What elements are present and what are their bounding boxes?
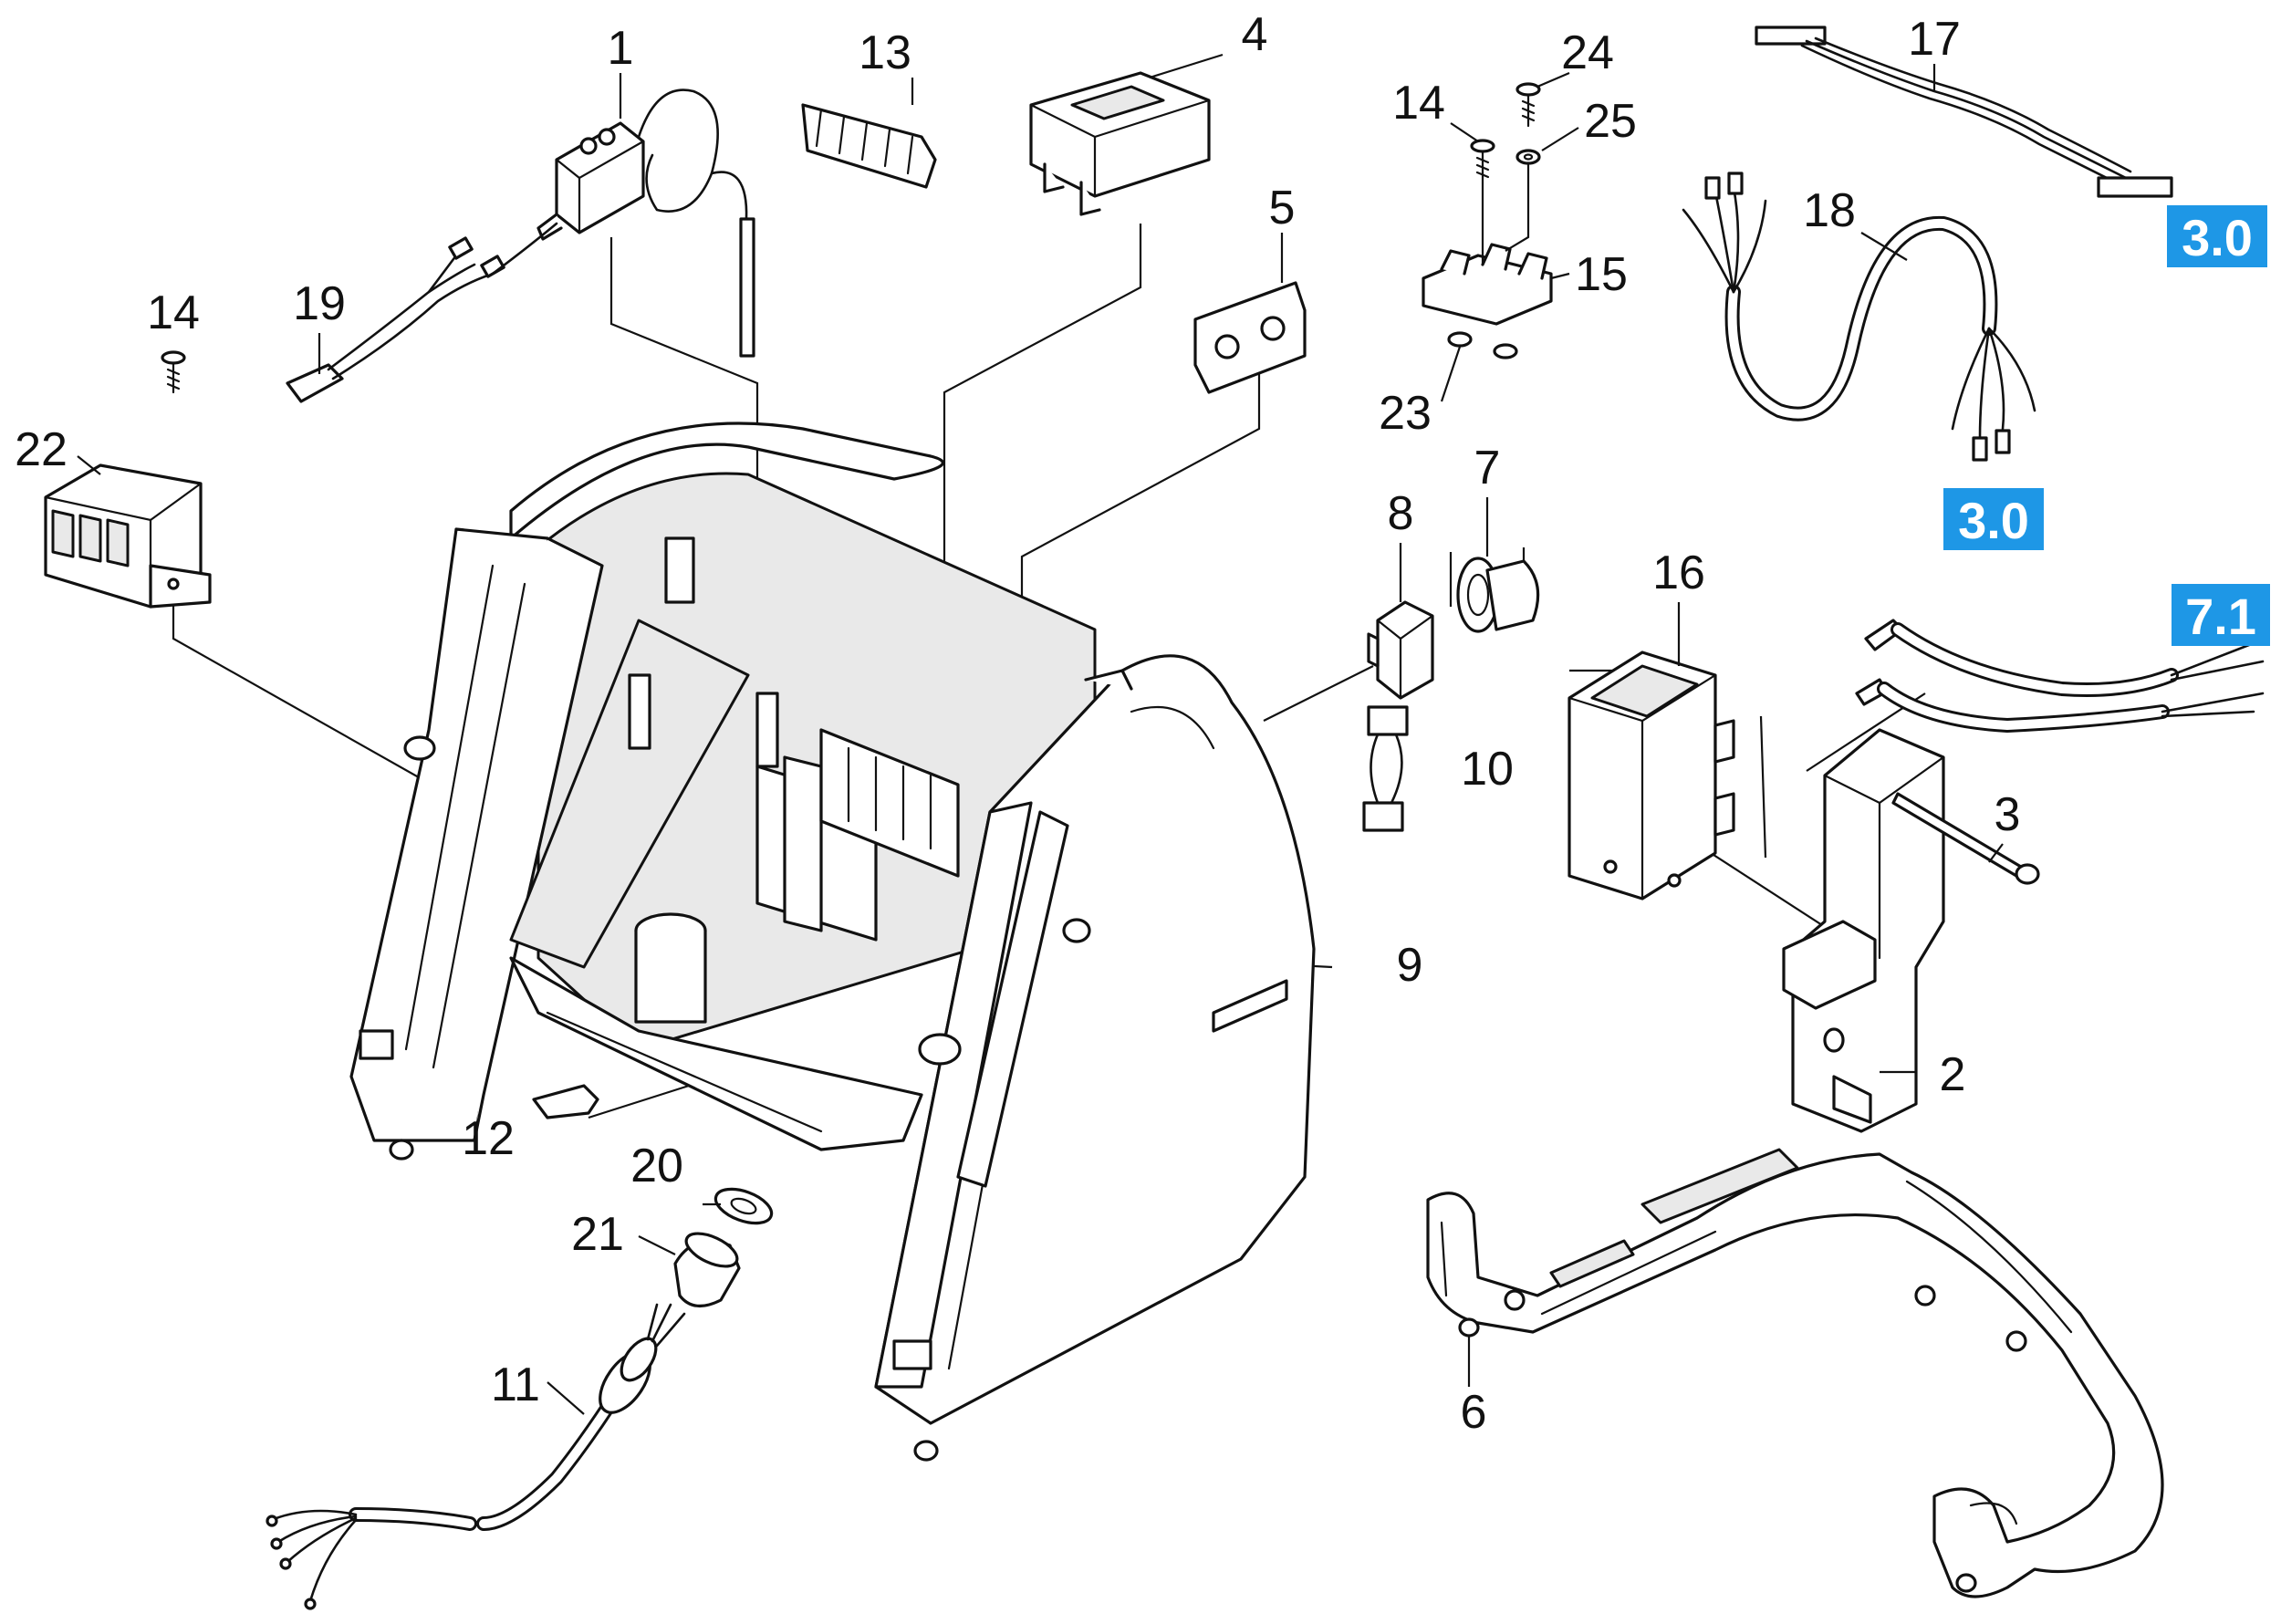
callout-14-left: 14 [147,286,200,339]
callout-22: 22 [15,423,68,476]
callout-23: 23 [1379,387,1432,440]
reference-label: 3.0 [1958,492,2029,549]
callout-labels: 1 2 3 4 5 6 7 8 9 10 11 12 13 14 14 15 1… [15,8,2020,1439]
long-screw-part-3 [1891,792,2040,885]
callout-6: 6 [1461,1386,1487,1439]
washer-part-23 [1447,331,1518,359]
callout-11: 11 [491,1359,540,1411]
callout-2: 2 [1940,1048,1966,1101]
callout-4: 4 [1242,8,1268,61]
screw-part-14-left [161,350,186,394]
callout-7: 7 [1474,442,1501,494]
reference-badge-cables-16[interactable]: 7.1 [2172,584,2270,646]
control-box-part-16 [1568,651,1735,900]
callout-16: 16 [1652,547,1705,599]
washer-part-25 [1515,149,1541,165]
terminal-strip-part-13 [801,103,937,189]
ignition-cables [1855,619,2265,734]
cable-part-19 [286,222,558,403]
screw-part-14-right [1470,139,1495,184]
callout-19: 19 [293,277,346,330]
callout-5: 5 [1269,182,1296,234]
screw-part-24 [1515,82,1541,128]
handle-frame-part-6 [1426,1148,2164,1598]
callout-17: 17 [1908,13,1961,66]
callout-14-right: 14 [1392,77,1445,130]
housing-part-9 [349,422,1316,1462]
callout-8: 8 [1388,487,1414,540]
mounting-bracket-part-2 [1782,728,1945,1133]
callout-9: 9 [1397,939,1423,992]
ribbon-cable-part-17 [1755,26,2173,198]
callout-24: 24 [1561,26,1614,79]
callout-10: 10 [1461,743,1514,796]
cable-part-18 [1682,172,2036,462]
reference-badge-cable-17[interactable]: 3.0 [2167,205,2267,267]
thermostat-part-1 [536,88,755,358]
reference-label: 3.0 [2182,209,2253,266]
callout-15: 15 [1575,248,1628,301]
power-cable-part-11 [266,1303,686,1610]
callout-13: 13 [859,26,911,79]
callout-1: 1 [608,22,634,75]
transformer-part-4 [1029,71,1211,216]
cable-link-part-10 [1362,705,1409,832]
contactor-part-22 [44,463,212,609]
clip-part-12 [532,1084,599,1119]
callout-3: 3 [1995,788,2021,841]
callout-25: 25 [1584,95,1637,148]
callout-21: 21 [571,1208,624,1261]
callout-12: 12 [462,1112,515,1165]
reference-badge-cable-18[interactable]: 3.0 [1943,488,2044,550]
knob-part-7 [1456,557,1540,633]
callout-20: 20 [630,1140,683,1192]
nut-part-20 [713,1187,774,1225]
terminal-bracket-part-15 [1422,164,1553,326]
switch-part-8 [1367,600,1434,700]
bracket-part-5 [1193,281,1307,394]
callout-ticks [77,53,2004,1415]
callout-18: 18 [1803,184,1856,237]
cable-gland-part-21 [673,1232,741,1307]
reference-label: 7.1 [2185,588,2256,645]
